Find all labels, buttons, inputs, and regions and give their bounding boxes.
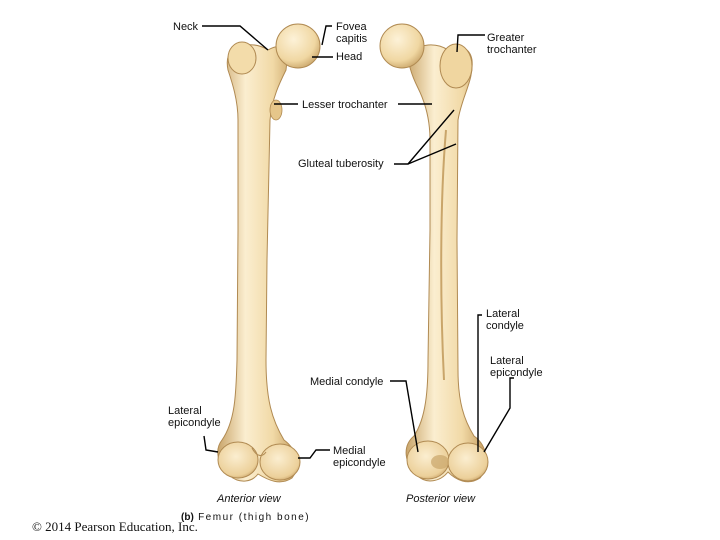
label-greater-trochanter: Greater trochanter [487, 32, 537, 56]
anterior-femur-body [217, 44, 298, 483]
leader-lateral-epicondyle-left [203, 435, 219, 453]
label-medial-epicondyle: Medial epicondyle [333, 445, 386, 469]
posterior-lateral-condyle-shape [447, 442, 489, 482]
figure-part-label: (b) [181, 512, 194, 523]
leader-lateral-condyle [477, 314, 482, 452]
posterior-femur-body [405, 44, 487, 483]
figure-caption: (b) Femur (thigh bone) [181, 512, 310, 523]
posterior-femoral-head [379, 23, 425, 69]
anterior-lateral-condyle-shape [217, 441, 259, 479]
leader-greater-trochanter [456, 34, 485, 53]
label-head: Head [336, 51, 363, 63]
leader-medial-epicondyle [298, 449, 330, 459]
label-medial-condyle: Medial condyle [310, 376, 384, 388]
label-posterior-view: Posterior view [406, 493, 476, 505]
posterior-femur [379, 23, 489, 483]
leader-gluteal-tuberosity-b [407, 143, 457, 165]
posterior-linea-aspera [440, 129, 447, 381]
label-lateral-condyle: Lateral condyle [486, 308, 524, 332]
anterior-lesser-trochanter [269, 99, 283, 121]
leader-lines [202, 25, 514, 459]
posterior-greater-trochanter [439, 43, 473, 89]
copyright-notice: © 2014 Pearson Education, Inc. [32, 519, 198, 534]
leader-neck [202, 25, 269, 51]
anterior-greater-trochanter [227, 41, 257, 75]
leader-lateral-epicondyle-right [483, 377, 514, 453]
label-gluteal-tuberosity: Gluteal tuberosity [298, 158, 384, 170]
leader-medial-condyle [390, 380, 419, 453]
label-lateral-epicondyle-right: Lateral epicondyle [490, 355, 543, 379]
label-fovea-capitis: Fovea capitis [336, 21, 368, 45]
anterior-femur [217, 23, 321, 483]
anterior-patellar-groove [251, 447, 267, 456]
label-lesser-trochanter: Lesser trochanter [302, 99, 388, 111]
copyright-backdrop [0, 510, 195, 540]
anterior-femoral-head [275, 23, 321, 69]
anterior-medial-condyle-shape [259, 443, 301, 481]
label-lateral-epicondyle-left: Lateral epicondyle [168, 405, 221, 429]
leader-fovea-capitis [321, 25, 332, 46]
label-neck: Neck [173, 21, 199, 33]
posterior-intercondylar-fossa [431, 455, 449, 469]
figure-title: Femur (thigh bone) [198, 512, 311, 523]
label-anterior-view: Anterior view [217, 493, 281, 505]
